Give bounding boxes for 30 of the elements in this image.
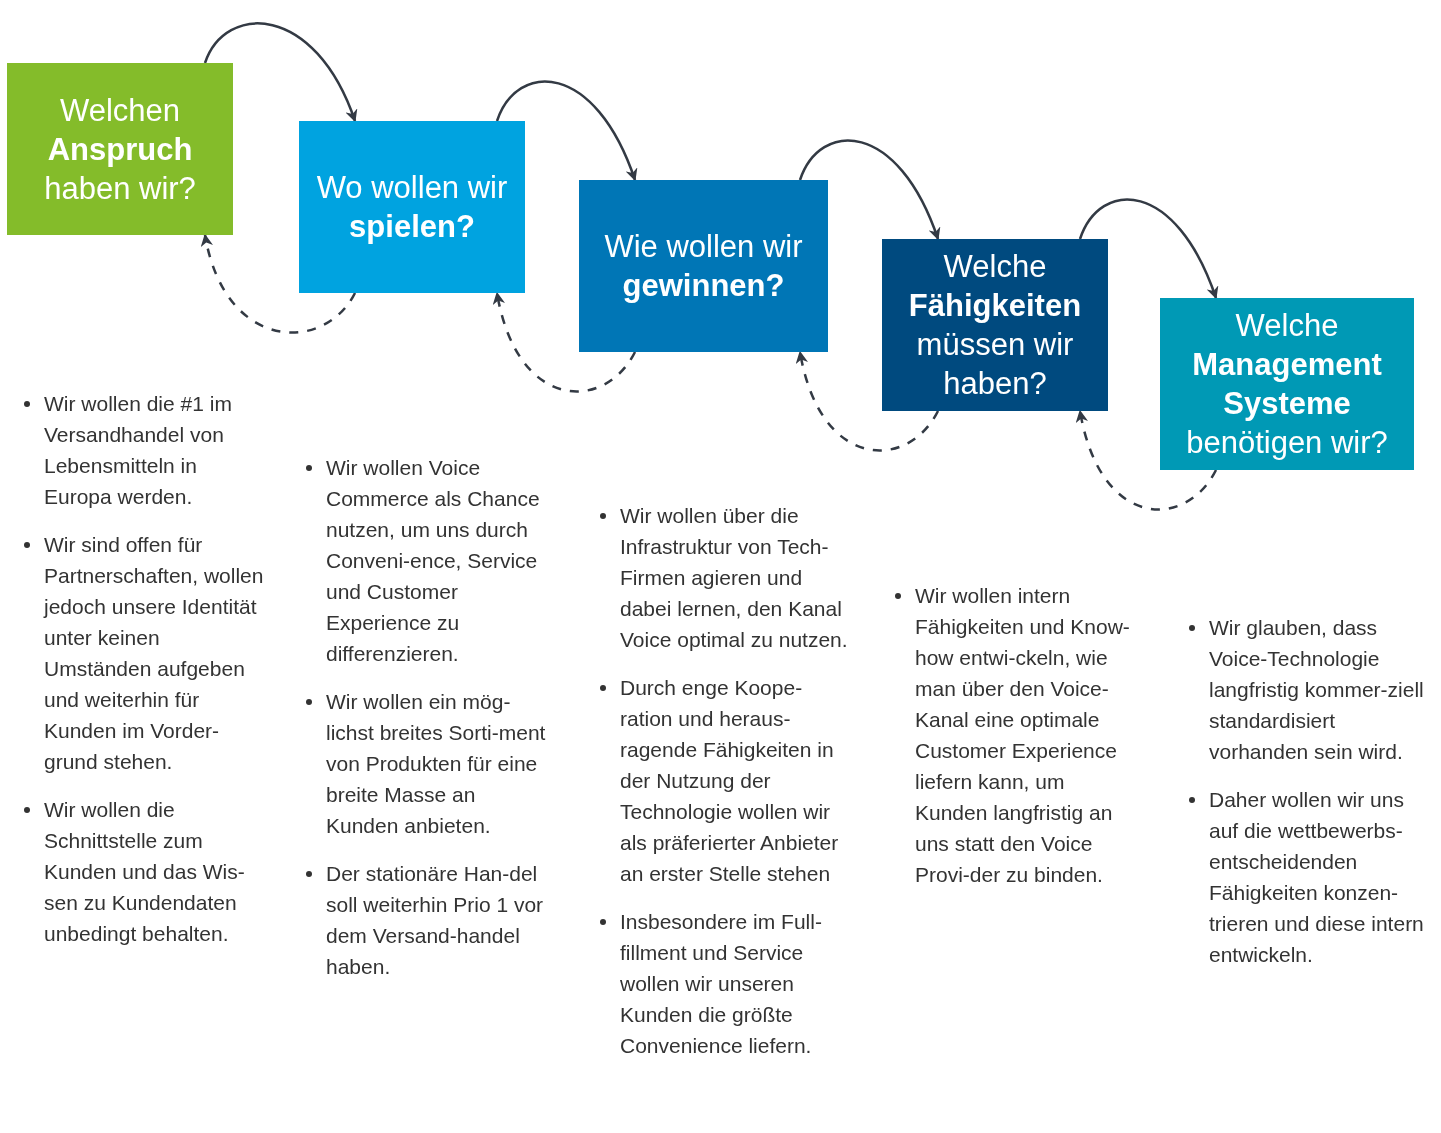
question-box [299,121,525,293]
question-text: Wie wollen wir gewinnen? [603,228,804,305]
bullet-text: Wir wollen die #1 im Versandhandel von Lebensmitteln in Europa werden. [44,391,233,510]
question-text: Welchen Anspruch haben wir? [43,91,197,208]
bullet-text: Wir wollen intern Fähigkeiten und Know-how entwi-ckeln, wie man über den Voice-Kanal eine optimale Customer Experience liefern kann, um Kunden langfristig an uns statt den Voice Provi-der zu binden. [915,583,1131,888]
curved-arrow [1078,198,1218,300]
bullet-text: Wir sind offen für Partnerschaften, wollen jedoch unsere Identität unter keinen Umständen aufgeben und weiterhin für Kunden im Vorder-grund stehen. [44,532,265,775]
question-box [7,63,233,235]
question-text: Wo wollen wir spielen? [315,169,509,246]
dashed-arrow [493,291,637,393]
bullet-text: Wir wollen Voice Commerce als Chance nutzen, um uns durch Conveni-ence, Service und Customer Experience zu differenzieren. [326,455,541,667]
curved-arrow [203,22,357,123]
dashed-arrow [796,350,940,452]
curved-arrow [495,80,637,182]
question-box [882,239,1108,411]
question-box [1160,298,1414,470]
bullet-text: Wir glauben, dass Voice-Technologie langfristig kommer-ziell standardisiert vorhanden sein wird. [1209,615,1425,765]
bullet-text: Wir wollen die Schnittstelle zum Kunden und das Wis-sen zu Kundendaten unbedingt behalten. [44,797,246,947]
bullet-text: Wir wollen über die Infrastruktur von Tech-Firmen agieren und dabei lernen, den Kanal Voice optimal zu nutzen. [620,503,848,653]
question-text: Welche Management Systeme benötigen wir? [1185,307,1389,462]
dashed-arrow [1076,409,1218,511]
dashed-arrow [201,233,357,334]
curved-arrow [798,139,940,241]
bullet-text: Wir wollen ein mög-lichst breites Sorti-ment von Produkten für eine breite Masse an Kunden anbieten. [326,689,547,839]
bullet-text: Insbesondere im Full-fillment und Service wollen wir unseren Kunden die größte Convenience liefern. [620,909,823,1059]
question-box [579,180,828,352]
bullet-text: Der stationäre Han-del soll weiterhin Prio 1 vor dem Versand-handel haben. [326,861,545,980]
question-text: Welche Fähigkeiten müssen wir haben? [907,248,1083,403]
bullet-text: Durch enge Koope-ration und heraus-ragende Fähigkeiten in der Nutzung der Technologie wollen wir als präferierter Anbieter an erster Stelle stehen [620,675,840,887]
bullet-text: Daher wollen wir uns auf die wettbewerbs-entscheidenden Fähigkeiten konzen-trieren und diese intern entwickeln. [1209,787,1425,968]
